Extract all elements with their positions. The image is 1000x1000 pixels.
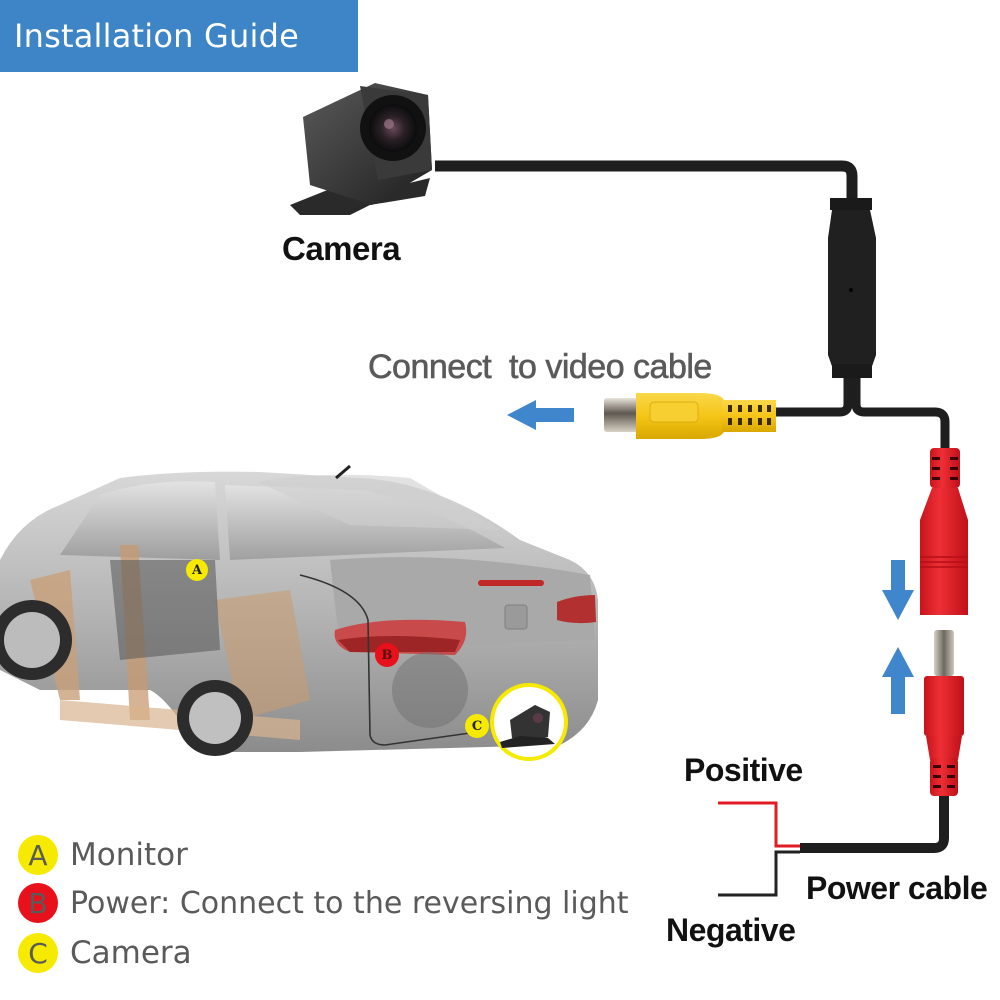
installation-guide-header: Installation Guide	[0, 0, 358, 72]
negative-wire	[718, 850, 800, 897]
video-cable-label: Connect to video cable	[368, 348, 713, 387]
legend-badge-a: A	[18, 835, 58, 875]
arrow-left-icon	[507, 400, 574, 430]
legend-text: Power: Connect to the reversing light	[70, 885, 629, 921]
legend-text: Camera	[70, 935, 192, 971]
legend-badge-b: B	[18, 883, 58, 923]
rca-video-connector	[604, 393, 776, 439]
legend-item-monitor: A Monitor	[18, 834, 188, 876]
arrow-down-icon	[882, 560, 914, 620]
positive-label: Positive	[684, 752, 803, 788]
positive-wire	[718, 801, 800, 848]
legend-text: Monitor	[70, 837, 188, 873]
badge-c: C	[465, 714, 489, 738]
camera-label: Camera	[282, 230, 401, 267]
camera-highlight	[490, 683, 568, 761]
negative-label: Negative	[666, 912, 796, 948]
legend-item-camera: C Camera	[18, 932, 192, 974]
badge-b: B	[375, 643, 399, 667]
legend-item-power: B Power: Connect to the reversing light	[18, 882, 629, 924]
power-cable-label: Power cable	[806, 870, 988, 906]
cable-module	[828, 198, 876, 378]
badge-a: A	[186, 559, 208, 581]
camera-illustration	[290, 83, 432, 215]
arrow-up-icon	[882, 647, 914, 714]
car-illustration	[0, 464, 598, 756]
legend-badge-c: C	[18, 933, 58, 973]
dc-male-connector	[924, 630, 964, 796]
dc-female-connector	[920, 448, 968, 615]
